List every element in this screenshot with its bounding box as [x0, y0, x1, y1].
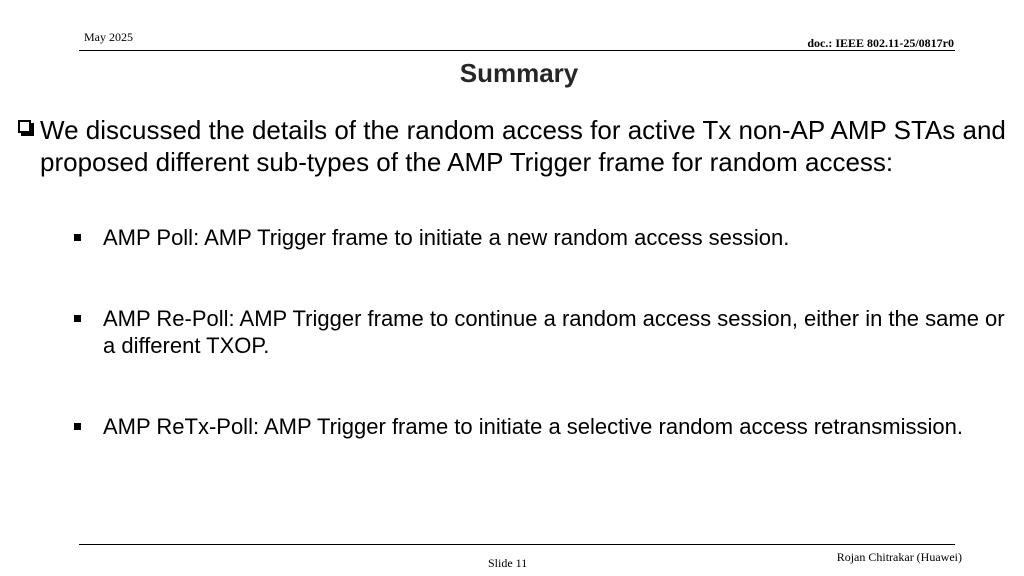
sub-bullet-amp-retx-poll: AMP ReTx-Poll: AMP Trigger frame to init…: [74, 413, 1019, 440]
header-date: May 2025: [84, 30, 133, 44]
square-bullet-icon: [74, 315, 81, 322]
sub-bullet-text: AMP Re-Poll: AMP Trigger frame to contin…: [103, 306, 1005, 358]
slide-number: Slide 11: [488, 556, 528, 570]
header-doc-id: doc.: IEEE 802.11-25/0817r0: [807, 36, 954, 50]
footer-divider: [79, 544, 955, 545]
square-bullet-icon: [74, 423, 81, 430]
sub-bullet-amp-re-poll: AMP Re-Poll: AMP Trigger frame to contin…: [74, 305, 1019, 359]
main-bullet-text: We discussed the details of the random a…: [40, 115, 1006, 177]
header-divider: [79, 50, 955, 51]
sub-bullet-text: AMP ReTx-Poll: AMP Trigger frame to init…: [103, 414, 963, 439]
sub-bullet-amp-poll: AMP Poll: AMP Trigger frame to initiate …: [74, 224, 1019, 251]
checkbox-bullet-icon: [18, 120, 31, 133]
slide-title: Summary: [459, 58, 579, 88]
square-bullet-icon: [74, 234, 81, 241]
sub-bullet-list: AMP Poll: AMP Trigger frame to initiate …: [74, 224, 1019, 440]
sub-bullet-text: AMP Poll: AMP Trigger frame to initiate …: [103, 225, 790, 250]
main-bullet: We discussed the details of the random a…: [18, 114, 1018, 178]
footer-author: Rojan Chitrakar (Huawei): [836, 550, 962, 564]
